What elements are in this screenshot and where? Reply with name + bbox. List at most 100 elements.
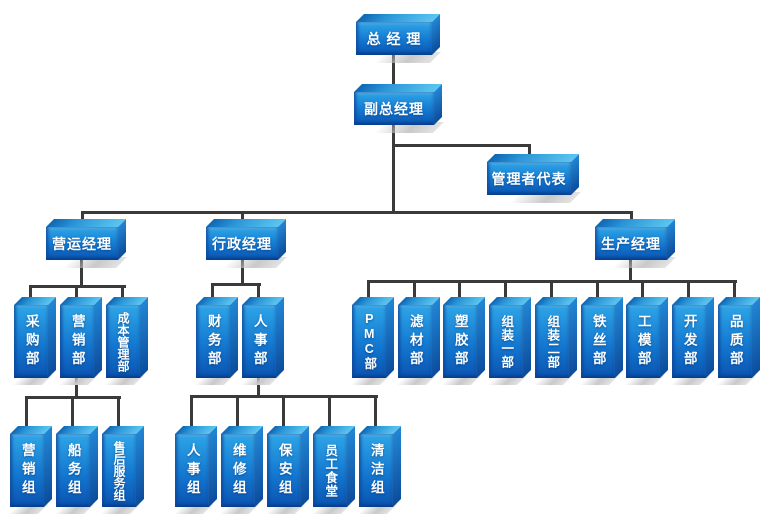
node-label: 营销部 (69, 313, 85, 370)
node-label: 营销组 (19, 442, 35, 499)
box-face: 行政经理 (206, 227, 278, 260)
node-label: 维修组 (230, 442, 246, 499)
connector-line (374, 395, 377, 434)
node-label: 工模部 (635, 313, 651, 370)
node-staff-canteen: 员工食堂 (313, 426, 347, 507)
node-purchasing-dept: 采购部 (14, 297, 48, 378)
box-face: 售后服务组 (102, 434, 136, 507)
node-label: 组装一部 (499, 314, 514, 369)
box-face: 营销组 (10, 434, 44, 507)
node-deputy-general-manager: 副总经理 (354, 84, 434, 125)
connector-line (328, 395, 331, 434)
box-face: 船务组 (56, 434, 90, 507)
node-cleaning-group: 清洁组 (359, 426, 393, 507)
connector-line (392, 125, 395, 214)
connector-line (75, 378, 78, 398)
connector-line (629, 260, 632, 282)
node-pmc-dept: PMC部 (352, 297, 386, 378)
node-label: 人事部 (251, 313, 267, 370)
node-label: 船务组 (65, 442, 81, 499)
node-general-manager: 总 经 理 (356, 14, 432, 55)
node-tooling-dept: 工模部 (626, 297, 660, 378)
connector-line (117, 396, 120, 434)
node-operations-manager: 营运经理 (46, 219, 118, 260)
connector-line (75, 285, 78, 305)
box-face: 开发部 (672, 305, 706, 378)
box-face: 生产经理 (595, 227, 667, 260)
connector-line (25, 396, 28, 434)
box-face: 成本管理部 (106, 305, 140, 378)
node-label: 财务部 (205, 313, 221, 370)
connector-line (282, 395, 285, 434)
box-face: 员工食堂 (313, 434, 347, 507)
connector-line (80, 260, 83, 287)
box-face: 人事组 (175, 434, 209, 507)
connector-line (504, 280, 507, 305)
box-face: 组装二部 (535, 305, 569, 378)
box-face: 滤材部 (398, 305, 432, 378)
node-label: 生产经理 (601, 235, 661, 252)
connector-line (257, 378, 260, 397)
connector-line (81, 211, 633, 214)
node-label: 采购部 (23, 313, 39, 370)
box-face: 采购部 (14, 305, 48, 378)
node-label: 滤材部 (407, 313, 423, 370)
node-hr-dept: 人事部 (242, 297, 276, 378)
node-label: 员工食堂 (323, 443, 338, 498)
node-label: 开发部 (681, 313, 697, 370)
connector-line (257, 283, 260, 305)
node-management-representative: 管理者代表 (487, 154, 571, 195)
node-marketing-dept: 营销部 (60, 297, 94, 378)
node-development-dept: 开发部 (672, 297, 706, 378)
box-face: 管理者代表 (487, 162, 571, 195)
box-face: 维修组 (221, 434, 255, 507)
box-face: 品质部 (718, 305, 752, 378)
node-after-sales-service-group: 售后服务组 (102, 426, 136, 507)
connector-line (121, 285, 124, 305)
connector-line (528, 144, 531, 162)
box-face: PMC部 (352, 305, 386, 378)
node-label: 成本管理部 (116, 311, 130, 372)
node-label: 管理者代表 (491, 170, 567, 187)
node-admin-manager: 行政经理 (206, 219, 278, 260)
box-face: 人事部 (242, 305, 276, 378)
connector-line (211, 283, 261, 286)
box-face: 工模部 (626, 305, 660, 378)
connector-line (733, 280, 736, 305)
connector-line (641, 280, 644, 305)
node-security-group: 保安组 (267, 426, 301, 507)
connector-line (241, 260, 244, 285)
connector-line (190, 395, 193, 434)
connector-line (458, 280, 461, 305)
node-production-manager: 生产经理 (595, 219, 667, 260)
node-label: 清洁组 (368, 442, 384, 499)
node-label: PMC部 (362, 312, 377, 371)
node-label: 保安组 (276, 442, 292, 499)
node-label: 组装二部 (545, 314, 560, 369)
node-label: 人事组 (184, 442, 200, 499)
node-plastics-dept: 塑胶部 (443, 297, 477, 378)
connector-line (71, 396, 74, 434)
node-finance-dept: 财务部 (196, 297, 230, 378)
box-face: 保安组 (267, 434, 301, 507)
box-face: 财务部 (196, 305, 230, 378)
connector-line (211, 283, 214, 305)
node-label: 副总经理 (364, 100, 424, 117)
box-face: 副总经理 (354, 92, 434, 125)
box-face: 组装一部 (489, 305, 523, 378)
box-face: 总 经 理 (356, 22, 432, 55)
node-label: 塑胶部 (452, 313, 468, 370)
node-label: 总 经 理 (366, 30, 422, 47)
node-shipping-group: 船务组 (56, 426, 90, 507)
connector-line (29, 285, 32, 305)
connector-line (550, 280, 553, 305)
connector-line (596, 280, 599, 305)
connector-line (413, 280, 416, 305)
node-label: 营运经理 (52, 235, 112, 252)
box-face: 铁丝部 (581, 305, 615, 378)
connector-line (687, 280, 690, 305)
node-hr-group: 人事组 (175, 426, 209, 507)
node-marketing-group: 营销组 (10, 426, 44, 507)
node-label: 售后服务组 (112, 440, 126, 501)
